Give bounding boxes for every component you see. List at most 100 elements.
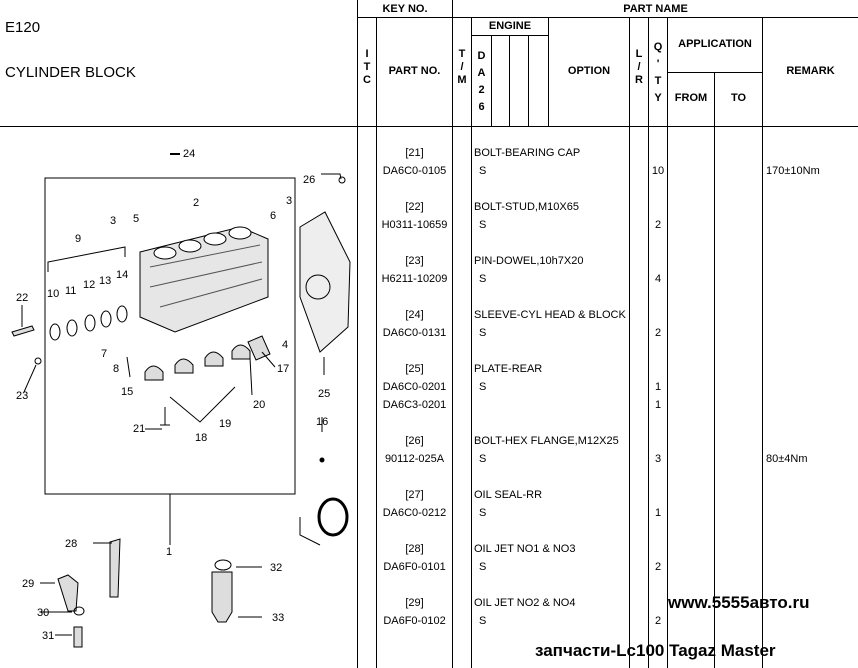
engine-mark: S [479,219,487,231]
callout-label: 11 [65,285,76,297]
remark-header: REMARK [786,65,835,77]
quantity: 2 [654,615,662,627]
table-left-border [357,0,358,668]
part-name: OIL JET NO1 & NO3 [474,543,576,555]
callout-label: 3 [110,215,116,227]
part-number: DA6C0-0105 [382,165,447,177]
callout-label: 28 [65,538,77,550]
callout-label: 3 [286,195,292,207]
engine-mark: S [479,381,487,393]
part-no-header: PART NO. [388,65,441,77]
sleeves-shape [47,246,128,341]
engine-sub2 [509,36,510,126]
from-header: FROM [674,92,708,104]
part-number: DA6F0-0102 [383,615,446,627]
bracket-9 [47,246,126,272]
cylinder-block-shape [139,226,269,333]
exploded-parts-diagram: 1 2 3 3 5 6 7 8 9 10 11 12 13 14 15 16 1… [11,148,351,648]
quantity: 2 [654,327,662,339]
engine-mark: S [479,561,487,573]
callout-label: 16 [316,416,328,428]
callout-label: 6 [270,210,276,222]
engine-mark: S [479,507,487,519]
part-number: H0311-10659 [381,219,448,231]
part-number: H6211-10209 [381,273,448,285]
callout-label: 23 [16,390,28,402]
callout-label: 24 [183,148,195,160]
caption-watermark: запчасти-Lc100 Tagaz Master [535,641,776,660]
col-from-right [714,72,715,668]
bolt-21-shape [160,407,170,426]
engine-mark: S [479,273,487,285]
col-lr-right [648,18,649,668]
quantity: 2 [654,219,662,231]
part-number: DA6C0-0201 [382,381,447,393]
key-number: [29] [405,597,424,609]
part-name: OIL JET NO2 & NO4 [474,597,576,609]
application-header: APPLICATION [678,38,752,50]
callout-label: 20 [253,399,265,411]
oil-seal-shape [317,497,349,537]
bearing-caps-shape [144,335,271,381]
tm-header: T/M [457,48,467,86]
part-number: DA6C0-0131 [382,327,447,339]
callout-label: 4 [282,339,288,351]
col-engine-right [548,18,549,126]
quantity: 1 [654,399,662,411]
application-rule [668,72,762,73]
rear-plate-shape [299,211,351,353]
quantity: 3 [654,453,662,465]
callout-label: 5 [133,213,139,225]
engine-header-rule [472,35,548,36]
part-name-header: PART NAME [623,3,688,15]
lr-header: L/R [635,48,643,86]
block-group-frame [44,177,296,495]
key-number: [27] [405,489,424,501]
callout-label: 30 [37,607,49,619]
engine-mark: S [479,453,487,465]
key-number: [24] [405,309,424,321]
callout-label: 14 [116,269,128,281]
option-header: OPTION [567,65,611,77]
quantity: 1 [654,381,662,393]
part-number: DA6F0-0101 [383,561,446,573]
callout-label: 2 [193,197,199,209]
key-number: [21] [405,147,424,159]
col-option-right [629,18,630,668]
col-to-right [762,18,763,668]
part-name: PLATE-REAR [474,363,543,375]
key-no-header: KEY NO. [382,3,428,15]
key-number: [23] [405,255,424,267]
key-number: [25] [405,363,424,375]
part-name: BOLT-STUD,M10X65 [474,201,579,213]
part-name: SLEEVE-CYL HEAD & BLOCK [474,309,626,321]
callout-label: 32 [270,562,282,574]
callout-label: 29 [22,578,34,590]
callout-label: 19 [219,418,231,430]
key-number: [28] [405,543,424,555]
callout-label: 22 [16,292,28,304]
callout-label: 33 [272,612,284,624]
part-number: 90112-025A [384,453,445,465]
part-number: DA6C0-0212 [382,507,447,519]
quantity: 10 [651,165,665,177]
header-top-rule [358,17,858,18]
callout-label: 13 [99,275,111,287]
part-name: BOLT-BEARING CAP [474,147,581,159]
part-name: OIL SEAL-RR [474,489,543,501]
engine-mark: S [479,165,487,177]
callout-label: 9 [75,233,81,245]
callout-label: 10 [47,288,59,300]
engine-sub1 [491,36,492,126]
quantity: 2 [654,561,662,573]
site-watermark: www.5555авто.ru [668,593,810,612]
callout-label: 25 [318,388,330,400]
callout-label: 15 [121,386,133,398]
callout-label: 12 [83,279,95,291]
remark: 80±4Nm [766,453,808,465]
callout-numbers: 1 2 3 3 5 6 7 8 9 10 11 12 13 14 15 16 1… [16,148,330,642]
engine-header: ENGINE [488,20,532,32]
